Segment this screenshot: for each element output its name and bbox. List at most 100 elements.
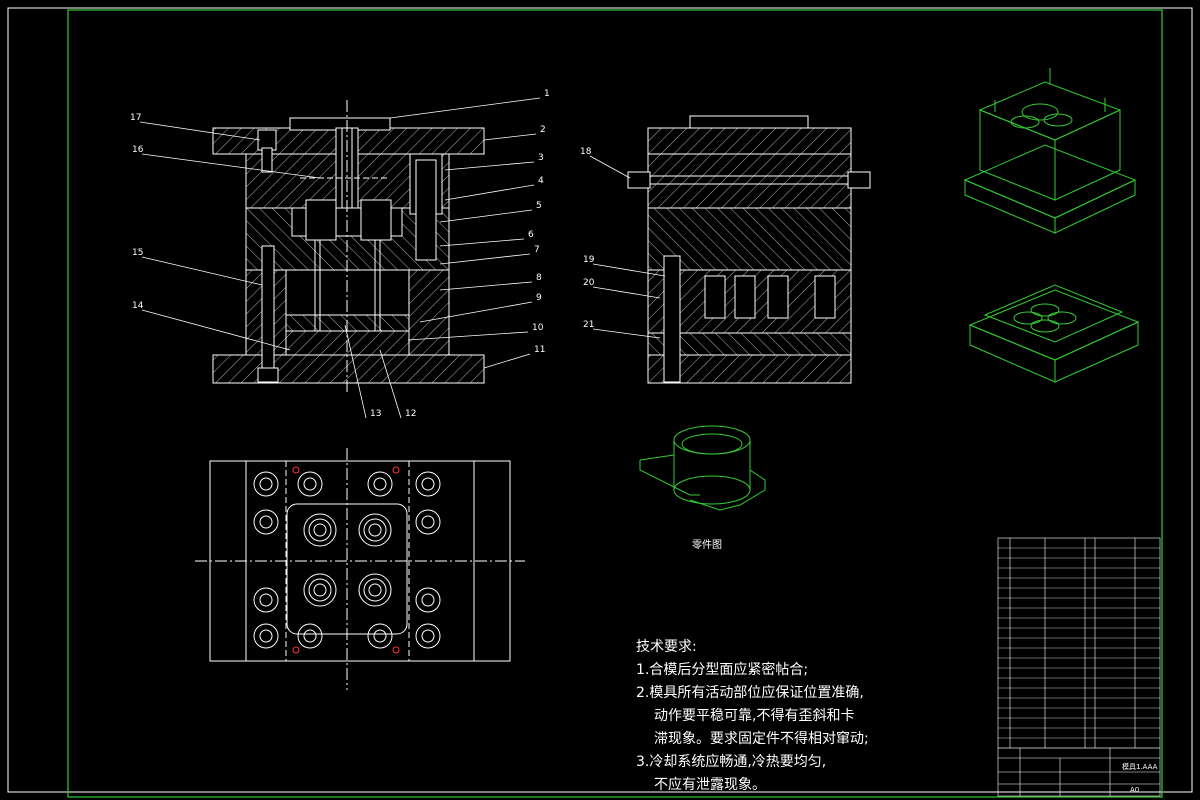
callout-leader	[141, 256, 263, 286]
callout-number: 3	[538, 153, 544, 163]
plan-holes	[253, 466, 441, 654]
plan-hole	[367, 471, 393, 497]
plan-view	[195, 448, 525, 690]
requirement-line: 不应有泄露现象。	[654, 777, 766, 793]
plan-hole	[358, 513, 392, 547]
plan-hole	[308, 578, 332, 602]
callout-leader	[444, 184, 535, 201]
requirement-line: 动作要平稳可靠,不得有歪斜和卡	[654, 708, 855, 724]
callout-leader	[589, 155, 631, 179]
callout-number: 6	[528, 230, 534, 240]
bom-rows	[998, 547, 1160, 749]
plan-hole	[292, 466, 300, 474]
callout-leader	[389, 97, 541, 119]
callout-leader	[483, 353, 531, 369]
plan-hole	[259, 629, 273, 643]
part-iso	[639, 425, 766, 511]
plan-hole	[253, 471, 279, 497]
plan-hole	[373, 477, 387, 491]
plan-hole	[415, 623, 441, 649]
plan-hole	[253, 509, 279, 535]
callout-number: 1	[544, 89, 550, 99]
plan-hole	[367, 623, 393, 649]
callout-leader	[141, 153, 321, 179]
plan-hole	[303, 513, 337, 547]
requirement-line: 滞现象。要求固定件不得相对窜动;	[654, 731, 869, 747]
callout-number: 2	[540, 125, 546, 135]
iso-view-core-half	[968, 284, 1140, 383]
sheet-border	[7, 7, 1193, 798]
sheet-page: A0	[1130, 786, 1139, 794]
sheet-code: 模具1.AAA	[1122, 762, 1158, 771]
callout-leader	[592, 263, 666, 277]
requirement-line: 2.模具所有活动部位应保证位置准确,	[636, 685, 864, 701]
callout-number: 18	[580, 147, 592, 157]
callout-number: 9	[536, 293, 542, 303]
callout-leader	[419, 301, 533, 323]
plan-hole	[368, 583, 382, 597]
callout-leader	[439, 281, 533, 291]
callout-leader	[439, 253, 531, 265]
plan-hole	[421, 593, 435, 607]
callout-number: 10	[532, 323, 544, 333]
plan-hole	[313, 523, 327, 537]
callout-leader	[444, 161, 535, 171]
callout-number: 7	[534, 245, 540, 255]
callout-number: 21	[583, 320, 594, 330]
callout-number: 14	[132, 301, 144, 311]
plan-hole	[421, 629, 435, 643]
plan-hole	[297, 471, 323, 497]
callout-number: 4	[538, 176, 544, 186]
plan-hole	[421, 477, 435, 491]
plan-hole	[259, 515, 273, 529]
requirement-line: 3.冷却系统应畅通,冷热要均匀,	[636, 754, 827, 770]
plan-hole	[392, 466, 400, 474]
plan-hole	[303, 573, 337, 607]
callout-number: 12	[405, 409, 416, 419]
callout-number: 8	[536, 273, 542, 283]
callout-leader	[439, 209, 533, 223]
callout-leader	[592, 328, 661, 339]
plan-hole	[363, 518, 387, 542]
callout-leader	[139, 121, 261, 141]
plan-hole	[373, 629, 387, 643]
plan-hole	[253, 623, 279, 649]
plan-hole	[415, 471, 441, 497]
callout-leader	[141, 309, 291, 351]
plan-hole	[303, 477, 317, 491]
callout-leader	[439, 238, 525, 247]
plan-hole	[297, 623, 323, 649]
plan-hole	[303, 629, 317, 643]
plan-hole	[253, 587, 279, 613]
plan-hole	[292, 646, 300, 654]
callout-number: 11	[534, 345, 545, 355]
plan-hole	[259, 477, 273, 491]
callout-number: 19	[583, 255, 595, 265]
plan-hole	[415, 509, 441, 535]
callout-number: 16	[132, 145, 144, 155]
requirements-title: 技术要求:	[636, 639, 697, 655]
callout-number: 17	[130, 113, 141, 123]
requirement-line: 1.合模后分型面应紧密帖合;	[636, 662, 809, 678]
callout-leader	[407, 331, 529, 341]
callout-leader	[344, 324, 367, 419]
callout-leader	[379, 349, 402, 419]
callout-leader	[483, 133, 537, 141]
plan-hole	[313, 583, 327, 597]
plan-hole	[363, 578, 387, 602]
plan-hole	[415, 587, 441, 613]
plan-hole	[392, 646, 400, 654]
plan-hole	[358, 573, 392, 607]
callout-number: 5	[536, 201, 542, 211]
callout-number: 13	[370, 409, 381, 419]
iso-view-assembled	[963, 68, 1137, 234]
plan-hole	[421, 515, 435, 529]
front-section-view	[212, 100, 485, 395]
part-view-label: 零件图	[692, 539, 722, 551]
plan-hole	[368, 523, 382, 537]
callout-number: 20	[583, 278, 595, 288]
callout-number: 15	[132, 248, 143, 258]
title-block	[997, 537, 1161, 797]
